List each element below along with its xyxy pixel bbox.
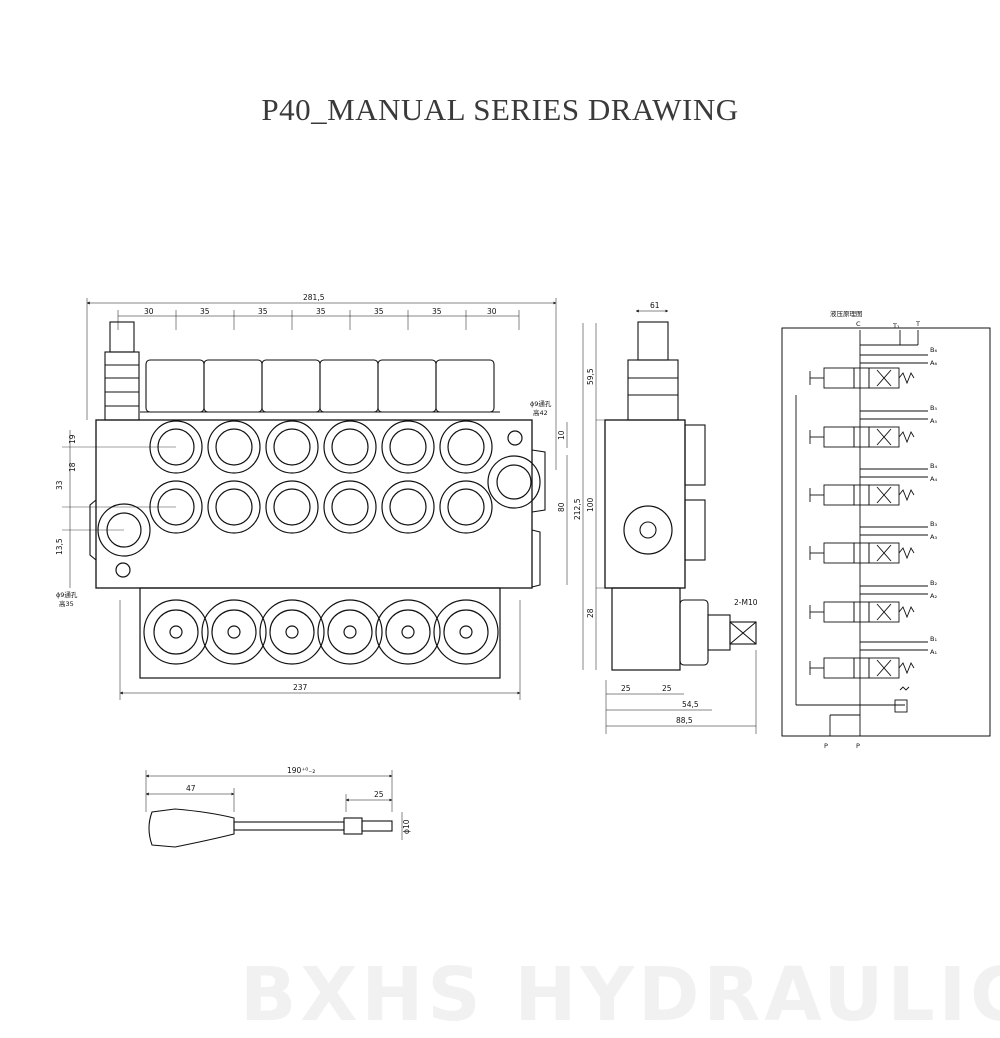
dim-section-7: 30 xyxy=(487,307,497,316)
hole-note-top-1: ɸ9通孔 xyxy=(530,399,552,408)
dim-section-4: 35 xyxy=(316,307,326,316)
dim-left-18: 18 xyxy=(68,462,77,472)
port-b5: B₅ xyxy=(930,404,937,412)
side-view xyxy=(582,309,757,734)
port-p-left: P xyxy=(824,742,828,750)
front-view xyxy=(62,298,568,700)
lever-drawing xyxy=(145,770,403,848)
hydraulic-schematic xyxy=(781,327,991,737)
dim-bottom-25a: 25 xyxy=(621,684,631,693)
port-a6: A₆ xyxy=(930,359,937,367)
dim-height-28: 28 xyxy=(586,608,595,618)
dim-section-3: 35 xyxy=(258,307,268,316)
port-b4: B₄ xyxy=(930,462,937,470)
dim-bottom-54-5: 54,5 xyxy=(682,700,699,709)
page-title: P40_MANUAL SERIES DRAWING xyxy=(261,92,739,127)
port-a2: A₂ xyxy=(930,592,937,600)
dim-top-width: 61 xyxy=(650,301,660,310)
schematic-title: 液压原理图 xyxy=(830,309,863,318)
dim-thread: 2-M10 xyxy=(734,598,758,607)
port-a3: A₃ xyxy=(930,533,937,541)
valve-section-3 xyxy=(809,526,928,564)
valve-section-5 xyxy=(809,410,928,448)
port-b6: B₆ xyxy=(930,346,937,354)
dim-left-13-5: 13,5 xyxy=(55,538,64,555)
port-b1: B₁ xyxy=(930,635,937,643)
lever-dia: ɸ10 xyxy=(402,819,411,834)
dim-left-19: 19 xyxy=(68,434,77,444)
dim-left-33: 33 xyxy=(55,480,64,490)
dim-section-1: 30 xyxy=(144,307,154,316)
lever-length: 190⁺⁰₋₂ xyxy=(287,766,315,775)
dim-height-59-5: 59,5 xyxy=(586,368,595,385)
dim-height-100: 100 xyxy=(586,497,595,512)
port-t: T xyxy=(915,320,920,328)
hole-note-bottom-2: 高35 xyxy=(59,599,74,608)
dim-bottom-88-5: 88,5 xyxy=(676,716,693,725)
port-b2: B₂ xyxy=(930,579,937,587)
hole-note-bottom-1: ɸ9通孔 xyxy=(56,590,78,599)
valve-section-4 xyxy=(809,468,928,506)
lever-end: 25 xyxy=(374,790,384,799)
port-p-right: P xyxy=(856,742,860,750)
port-c: C xyxy=(856,320,861,328)
port-a1: A₁ xyxy=(930,648,937,656)
port-a4: A₄ xyxy=(930,475,937,483)
dim-overall-width: 281,5 xyxy=(303,293,325,302)
valve-section-1 xyxy=(809,641,928,679)
watermark-text: BXHS HYDRAULIC xyxy=(240,952,1000,1038)
dim-base-width: 237 xyxy=(293,683,308,692)
hole-note-top-2: 高42 xyxy=(533,408,548,417)
valve-section-6 xyxy=(809,354,928,389)
port-t1: T₁ xyxy=(892,322,900,330)
port-a5: A₅ xyxy=(930,417,937,425)
dim-bottom-25b: 25 xyxy=(662,684,672,693)
dim-section-2: 35 xyxy=(200,307,210,316)
dim-right-212-5: 212,5 xyxy=(573,498,582,520)
lever-grip: 47 xyxy=(186,784,196,793)
valve-section-2 xyxy=(809,585,928,623)
port-b3: B₃ xyxy=(930,520,937,528)
dim-right-80: 80 xyxy=(557,502,566,512)
dim-section-5: 35 xyxy=(374,307,384,316)
dim-section-6: 35 xyxy=(432,307,442,316)
dim-right-10: 10 xyxy=(557,430,566,440)
